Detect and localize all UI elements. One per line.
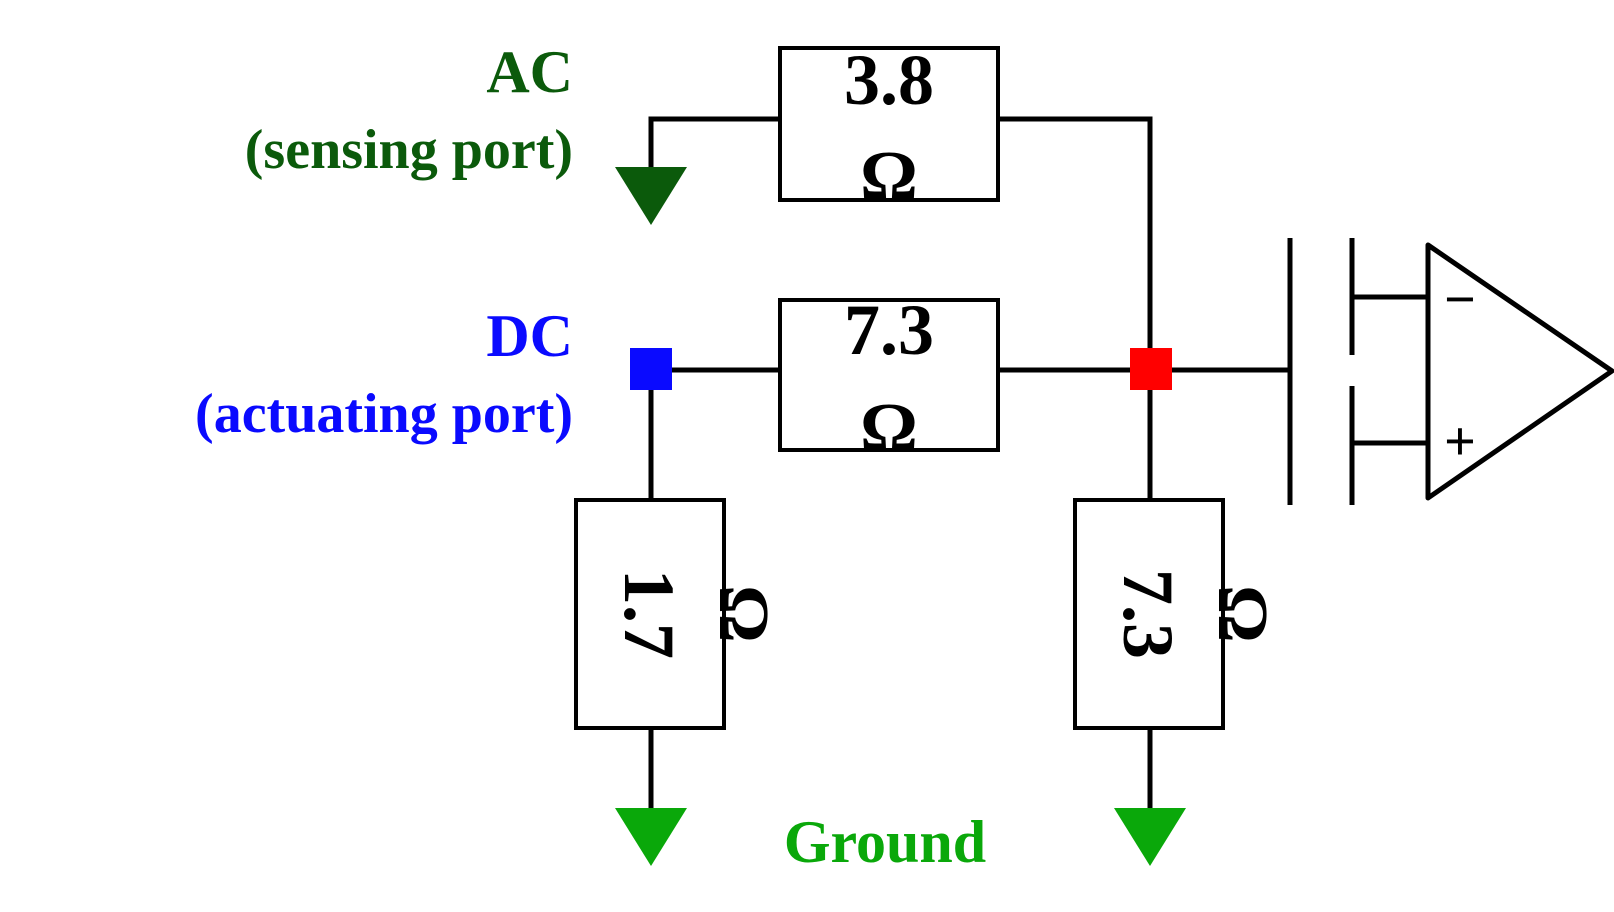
ac-wire <box>648 116 780 172</box>
resistor-left-unit: Ω <box>704 585 784 643</box>
resistor-left-value: 1.7 <box>609 569 689 659</box>
top-right-wire <box>998 116 1153 352</box>
resistor-top: 3.8 Ω <box>778 40 1000 216</box>
op-amp-minus: − <box>1444 269 1476 331</box>
op-amp-icon: − + <box>1425 242 1614 501</box>
dc-node <box>630 348 672 390</box>
output-node <box>1130 348 1172 390</box>
ac-port-sublabel: (sensing port) <box>245 119 573 181</box>
op-amp-plus: + <box>1444 411 1476 473</box>
resistor-middle-unit: Ω <box>860 388 918 468</box>
left-ground-triangle-icon <box>615 808 687 866</box>
dc-port-sublabel: (actuating port) <box>195 383 573 445</box>
resistor-top-value: 3.8 <box>844 40 934 120</box>
ground-label: Ground <box>784 809 986 875</box>
resistor-right-unit: Ω <box>1203 585 1283 643</box>
resistor-right-vertical: 7.3 Ω <box>1073 498 1283 730</box>
ac-source-triangle-icon <box>615 167 687 225</box>
resistor-middle-value: 7.3 <box>844 290 934 370</box>
ac-port-label: AC <box>486 39 573 105</box>
right-ground-triangle-icon <box>1114 808 1186 866</box>
resistor-top-unit: Ω <box>860 136 918 216</box>
resistor-right-value: 7.3 <box>1108 569 1188 659</box>
capacitor <box>1287 238 1355 505</box>
dc-port-label: DC <box>486 303 573 369</box>
resistor-left-vertical: 1.7 Ω <box>574 498 784 730</box>
resistor-middle: 7.3 Ω <box>778 290 1000 468</box>
